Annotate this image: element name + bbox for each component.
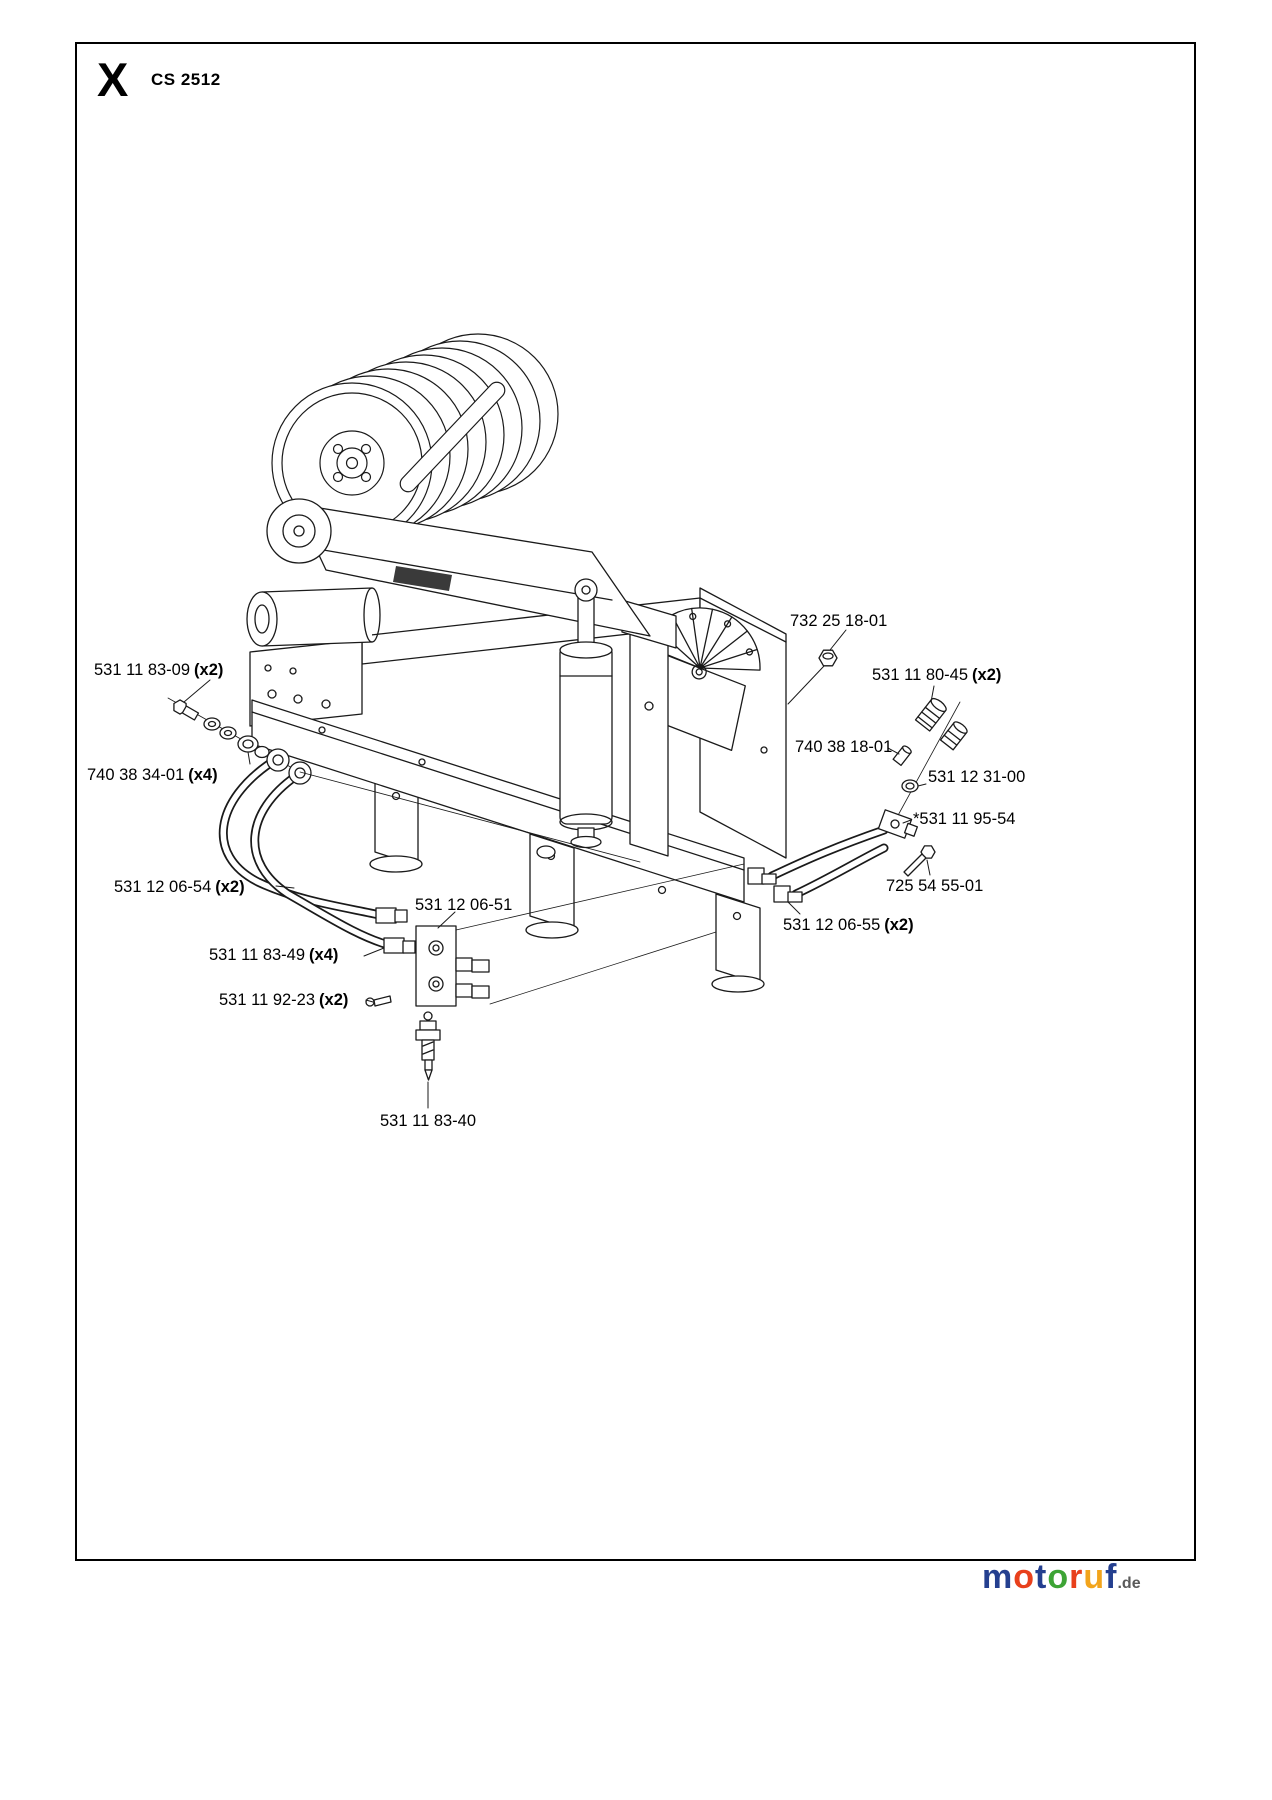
coil-handle xyxy=(399,381,506,493)
part-label-740-38-34-01: 740 38 34-01(x4) xyxy=(87,766,218,784)
model-code: CS 2512 xyxy=(151,70,221,89)
part-label-531-12-31-00: 531 12 31-00 xyxy=(928,768,1026,786)
seal-ring xyxy=(901,779,919,793)
front-rail xyxy=(251,699,745,903)
page-border xyxy=(75,42,1196,1561)
guide-tube xyxy=(246,587,381,647)
boom-arm xyxy=(266,498,651,637)
part-label-531-11-83-09: 531 11 83-09(x2) xyxy=(94,661,224,679)
part-label-531-11-83-40: 531 11 83-40 xyxy=(380,1112,477,1130)
part-label-531-12-06-51: 531 12 06-51 xyxy=(415,896,513,914)
bolt-head xyxy=(920,845,936,859)
tee-fitting xyxy=(877,809,919,839)
leader-lines xyxy=(183,629,935,1109)
part-label-725-54-55-01: 725 54 55-01 xyxy=(886,877,984,895)
valve-stack xyxy=(415,1011,441,1081)
fitting-cluster-left xyxy=(167,697,312,785)
manifold-block xyxy=(365,925,490,1007)
part-label-531-11-80-45: 531 11 80-45(x2) xyxy=(872,666,1002,684)
left-bracket-plate xyxy=(249,639,363,727)
center-column xyxy=(621,599,677,857)
part-label-531-11-92-23: 531 11 92-23(x2) xyxy=(219,991,349,1009)
support-legs xyxy=(369,775,765,993)
construction-lines xyxy=(299,771,745,1005)
site-logo: motoruf .de xyxy=(982,1558,1141,1597)
hydraulic-cylinder xyxy=(559,578,613,849)
part-label-531-12-06-54: 531 12 06-54(x2) xyxy=(114,878,245,896)
part-label-740-38-18-01: 740 38 18-01 xyxy=(795,738,893,756)
part-label-531-11-95-54: *531 11 95-54 xyxy=(913,810,1016,828)
part-label-531-11-83-49: 531 11 83-49(x4) xyxy=(209,946,339,964)
hose-left-pair xyxy=(218,757,416,954)
part-label-531-12-06-55: 531 12 06-55(x2) xyxy=(783,916,914,934)
section-letter: X xyxy=(97,53,129,106)
fitting-cluster-right xyxy=(818,649,968,877)
site-logo-tld: .de xyxy=(1117,1575,1141,1592)
hose-right-pair xyxy=(747,825,889,903)
part-label-732-25-18-01: 732 25 18-01 xyxy=(790,612,888,630)
pivot-hub xyxy=(266,498,332,564)
brand-plate xyxy=(393,566,452,591)
site-logo-word: motoruf xyxy=(982,1558,1118,1596)
